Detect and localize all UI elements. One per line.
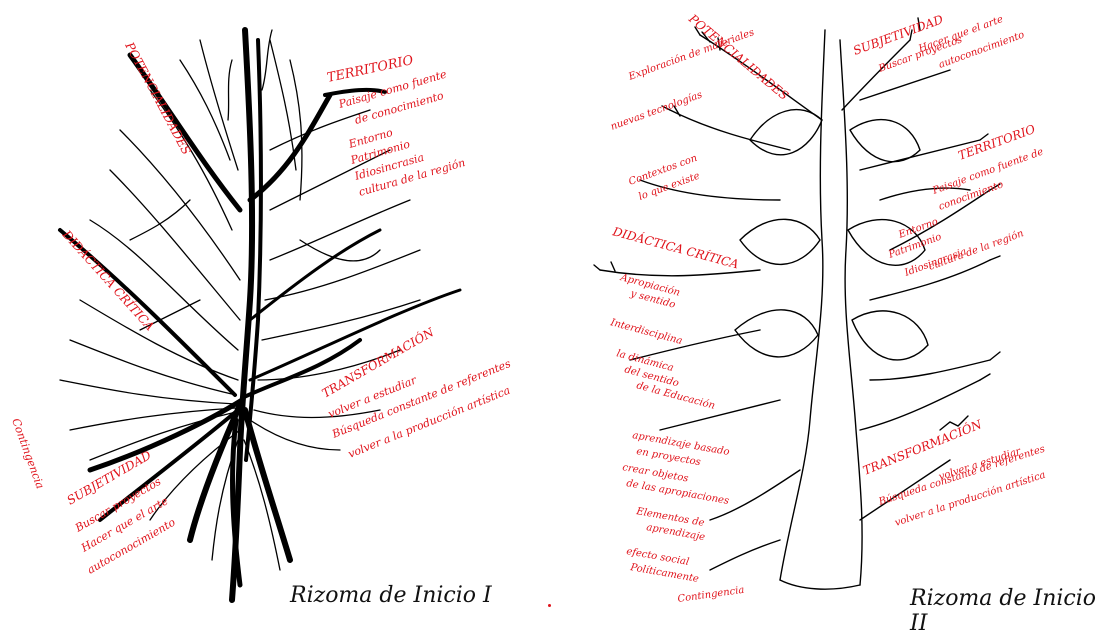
label-didactica-2: DIDÁCTICA CRÍTICA xyxy=(610,223,741,271)
label-inter-2: Interdisciplina xyxy=(608,317,683,347)
caption-left: Rizoma de Inicio I xyxy=(290,583,492,608)
label-potencialidades: POTENCIALIDADES xyxy=(122,39,194,157)
label-politicamente-2: Políticamente xyxy=(628,562,699,585)
rhizome-right-illustration: POTENCIALIDADES SUBJETIVIDAD Buscar proy… xyxy=(560,0,1099,621)
rhizome-left-illustration: TERRITORIO Paisaje como fuente de conoci… xyxy=(0,0,540,621)
rhizome-drawing-left: TERRITORIO Paisaje como fuente de conoci… xyxy=(0,0,540,621)
caption-right: Rizoma de Inicio II xyxy=(910,586,1099,636)
label-nuevas-2: nuevas tecnologías xyxy=(609,89,704,132)
label-contingencia: Contingencia xyxy=(9,417,47,491)
rhizome-drawing-right: POTENCIALIDADES SUBJETIVIDAD Buscar proy… xyxy=(560,0,1099,621)
label-contingencia-2: Contingencia xyxy=(677,585,745,605)
red-dot xyxy=(548,604,551,607)
